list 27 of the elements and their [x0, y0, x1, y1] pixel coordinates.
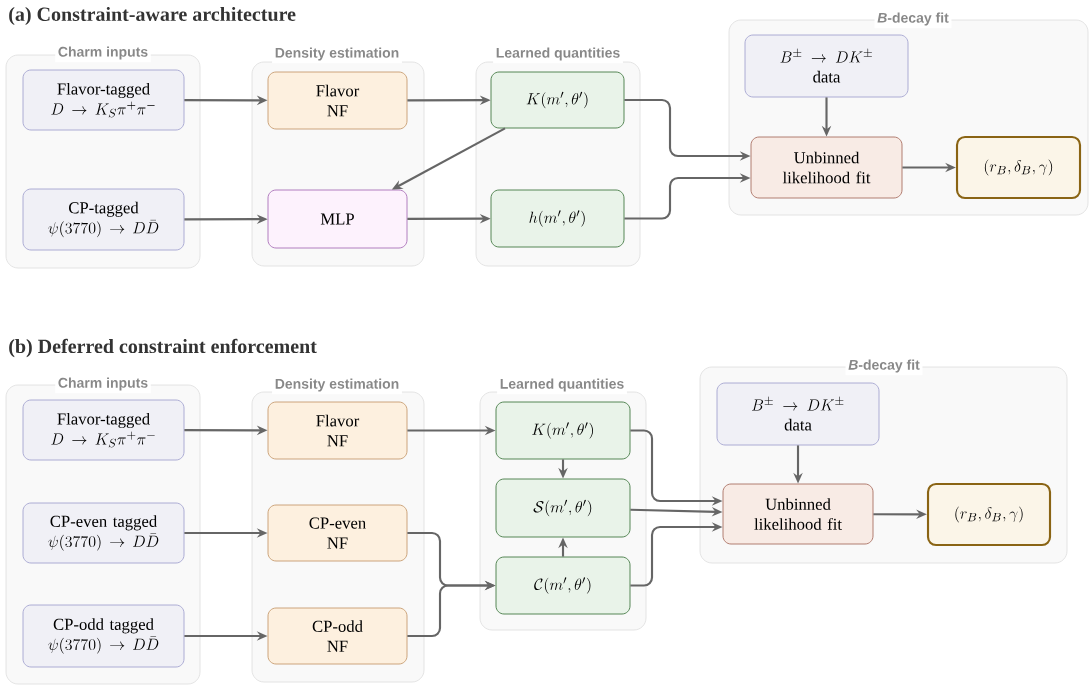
result-box: $(r_B,\delta_B,\gamma)$ — [926, 482, 1052, 547]
input-box: Flavor-tagged $D \to K_S\pi^+\pi^-$ — [22, 69, 185, 131]
input-box: CP-tagged $\psi(3770) \to D\bar{D}$ — [22, 188, 185, 251]
panel-title: (a) Constraint-aware architecture — [9, 6, 296, 26]
process-box: Unbinned likelihood fit — [722, 483, 874, 545]
quantity-box: $h(m',\theta')$ — [490, 189, 625, 248]
quantity-box: $K(m',\theta')$ — [490, 71, 625, 129]
process-box: CP-even NF — [267, 504, 408, 562]
panel-title: (b) Deferred constraint enforcement — [9, 338, 317, 358]
quantity-box: $\mathcal{C}(m',\theta')$ — [495, 556, 631, 615]
result-box: $(r_B,\delta_B,\gamma)$ — [955, 135, 1082, 200]
quantity-box: $K(m',\theta')$ — [495, 401, 631, 460]
node-label: Learned quantities — [496, 47, 620, 61]
process-box: Unbinned likelihood fit — [750, 136, 903, 199]
node-label: Density estimation — [275, 378, 399, 392]
process-box: Flavor NF — [267, 71, 408, 130]
process-box: MLP — [267, 189, 408, 249]
input-box: $B^\pm \to DK^\pm$ data — [716, 382, 880, 446]
process-box: Flavor NF — [267, 401, 408, 460]
node-label: Learned quantities — [500, 378, 624, 392]
input-box: CP-odd tagged $\psi(3770) \to D\bar{D}$ — [22, 604, 185, 668]
input-box: CP-even tagged $\psi(3770) \to D\bar{D}$ — [22, 502, 185, 564]
process-box: CP-odd NF — [267, 607, 408, 665]
node-label: Density estimation — [275, 47, 399, 61]
input-box: Flavor-tagged $D \to K_S\pi^+\pi^-$ — [22, 399, 185, 461]
input-box: $B^\pm \to DK^\pm$ data — [744, 34, 909, 98]
quantity-box: $\mathcal{S}(m',\theta')$ — [495, 478, 631, 538]
